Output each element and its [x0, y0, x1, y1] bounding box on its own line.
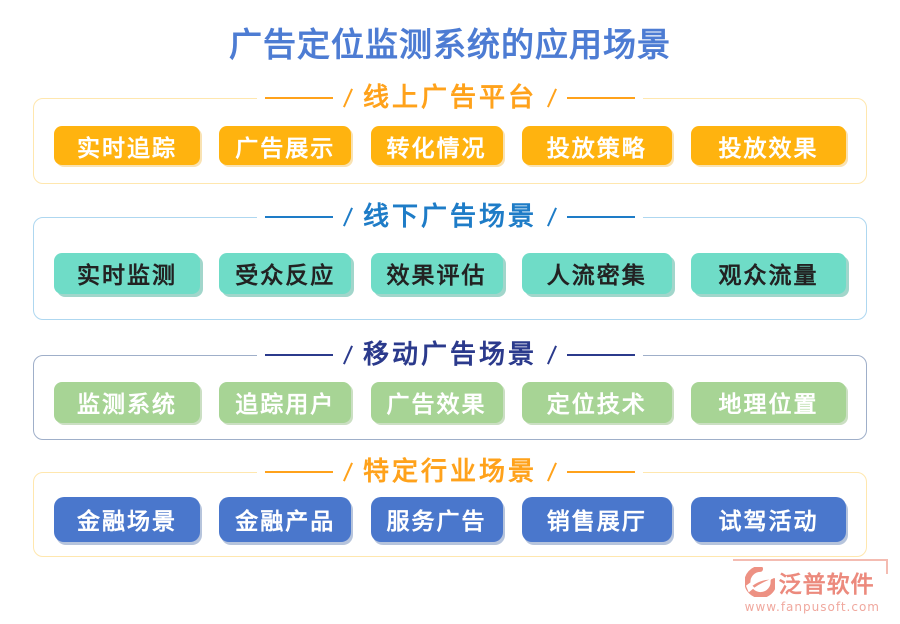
- scene-tag: 追踪用户: [219, 381, 352, 423]
- scene-tag: 金融产品: [219, 496, 352, 542]
- section-header-label: 线下广告场景: [362, 201, 538, 232]
- header-line-right: [567, 96, 636, 99]
- scene-tag: 效果评估: [370, 252, 503, 294]
- slash-decoration-right: [547, 345, 557, 365]
- scene-tag: 实时追踪: [54, 126, 200, 166]
- section-header-label: 移动广告场景: [362, 339, 538, 370]
- watermark-url: www.fanpusoft.com: [744, 600, 880, 614]
- scene-tag: 投放效果: [691, 126, 846, 166]
- scene-tag: 地理位置: [691, 381, 846, 423]
- header-line-left: [264, 215, 333, 218]
- section-header: 特定行业场景: [256, 456, 644, 487]
- scene-tag: 人流密集: [521, 252, 672, 294]
- watermark-brand: 泛普软件: [778, 571, 875, 598]
- section-mobile-ad-scene: 移动广告场景 监测系统 追踪用户 广告效果 定位技术 地理位置: [33, 339, 867, 440]
- section-header-label: 特定行业场景: [362, 456, 538, 487]
- scene-tag: 转化情况: [370, 126, 503, 166]
- scene-tag: 服务广告: [370, 496, 503, 542]
- scene-tag: 定位技术: [521, 381, 672, 423]
- slash-decoration-left: [343, 462, 353, 482]
- infographic-canvas: 广告定位监测系统的应用场景 线上广告平台 实时追踪 广告展示 转化情况 投放策略…: [0, 24, 900, 557]
- scene-tag: 销售展厅: [521, 496, 672, 542]
- scene-tag: 广告展示: [219, 126, 352, 166]
- page-title: 广告定位监测系统的应用场景: [229, 25, 671, 64]
- watermark-brand-row: 泛普软件: [744, 565, 880, 599]
- section-header: 移动广告场景: [256, 339, 644, 370]
- header-line-right: [567, 470, 636, 473]
- tag-row: 监测系统 追踪用户 广告效果 定位技术 地理位置: [34, 372, 866, 423]
- tag-row: 实时监测 受众反应 效果评估 人流密集 观众流量: [34, 243, 866, 294]
- slash-decoration-right: [547, 207, 557, 227]
- section-industry-scene: 特定行业场景 金融场景 金融产品 服务广告 销售展厅 试驾活动: [33, 456, 867, 557]
- slash-decoration-left: [343, 207, 353, 227]
- slash-decoration-right: [547, 88, 557, 108]
- scene-tag: 实时监测: [54, 252, 200, 294]
- watermark: 泛普软件 www.fanpusoft.com: [732, 559, 889, 616]
- section-header: 线下广告场景: [256, 201, 644, 232]
- header-line-left: [264, 353, 333, 356]
- slash-decoration-left: [343, 88, 353, 108]
- tag-row: 金融场景 金融产品 服务广告 销售展厅 试驾活动: [34, 487, 866, 542]
- scene-tag: 试驾活动: [691, 496, 846, 542]
- scene-tag: 金融场景: [54, 496, 200, 542]
- header-line-right: [567, 353, 636, 356]
- scene-tag: 广告效果: [370, 381, 503, 423]
- fanpu-logo-icon: [744, 567, 775, 597]
- header-line-left: [264, 470, 333, 473]
- section-header: 线上广告平台: [256, 82, 644, 113]
- scene-tag: 监测系统: [54, 381, 200, 423]
- section-online-ad-platform: 线上广告平台 实时追踪 广告展示 转化情况 投放策略 投放效果: [33, 82, 867, 184]
- header-line-right: [567, 215, 636, 218]
- section-header-label: 线上广告平台: [362, 82, 538, 113]
- tag-row: 实时追踪 广告展示 转化情况 投放策略 投放效果: [34, 116, 866, 166]
- section-offline-ad-scene: 线下广告场景 实时监测 受众反应 效果评估 人流密集 观众流量: [33, 201, 867, 320]
- scene-tag: 投放策略: [521, 126, 672, 166]
- header-line-left: [264, 96, 333, 99]
- slash-decoration-right: [547, 462, 557, 482]
- scene-tag: 观众流量: [691, 252, 846, 294]
- scene-tag: 受众反应: [219, 252, 352, 294]
- slash-decoration-left: [343, 345, 353, 365]
